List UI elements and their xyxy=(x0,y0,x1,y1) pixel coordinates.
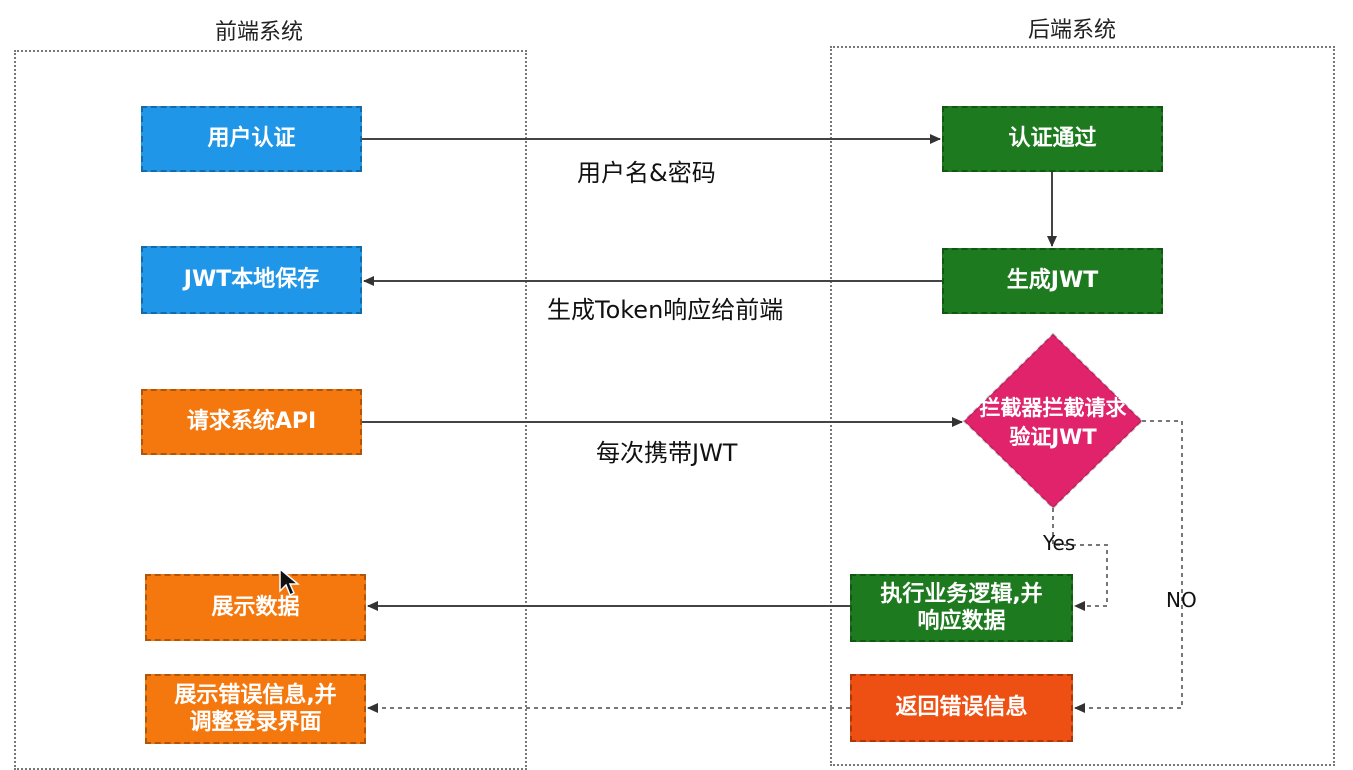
show-error-box: 展示错误信息,并 调整登录界面 xyxy=(145,674,366,744)
carry-jwt-label: 每次携带JWT xyxy=(596,439,738,467)
execute-line1: 执行业务逻辑,并 xyxy=(880,581,1043,607)
yes-path xyxy=(1052,508,1108,611)
interceptor-diamond xyxy=(962,332,1144,510)
interceptor-line1: 拦截器拦截请求 xyxy=(979,396,1127,420)
request-api-box: 请求系统API xyxy=(141,389,362,455)
generate-jwt-box: 生成JWT xyxy=(942,248,1163,314)
interceptor-line2: 验证JWT xyxy=(1009,425,1097,450)
show-error-line2: 调整登录界面 xyxy=(189,710,322,735)
backend-lane-title: 后端系统 xyxy=(1028,18,1117,43)
frontend-lane-title: 前端系统 xyxy=(215,20,304,45)
return-error-box: 返回错误信息 xyxy=(850,674,1073,742)
auth-pass-box: 认证通过 xyxy=(942,106,1163,172)
execute-line2: 响应数据 xyxy=(917,609,1006,634)
show-data-box: 展示数据 xyxy=(145,574,366,641)
user-auth-box: 用户认证 xyxy=(141,106,362,172)
yes-label: Yes xyxy=(1043,531,1076,555)
connector-layer xyxy=(362,134,1183,713)
no-label: NO xyxy=(1166,588,1197,612)
mouse-cursor-icon xyxy=(279,567,300,597)
credentials-label: 用户名&密码 xyxy=(577,159,716,187)
interceptor-text: 拦截器拦截请求 验证JWT xyxy=(964,394,1142,453)
execute-logic-box: 执行业务逻辑,并 响应数据 xyxy=(850,574,1073,642)
jwt-local-save-box: JWT本地保存 xyxy=(141,246,362,314)
no-path xyxy=(1074,420,1183,713)
show-error-line1: 展示错误信息,并 xyxy=(174,682,337,708)
token-response-label: 生成Token响应给前端 xyxy=(547,296,784,324)
